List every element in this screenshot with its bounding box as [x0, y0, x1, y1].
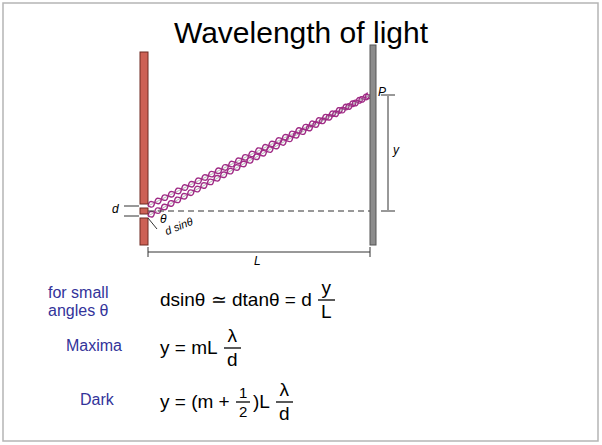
slide-frame: [3, 3, 598, 441]
fraction-denominator: L: [321, 301, 332, 323]
fraction-denominator: d: [279, 403, 290, 425]
ray-line: [148, 95, 370, 216]
note-label: Dark: [80, 391, 114, 409]
distance-label: y: [393, 144, 399, 158]
light-wave: [148, 97, 371, 216]
slide-title: Wavelength of light: [174, 16, 428, 51]
path-difference-label: d sinθ: [163, 215, 195, 238]
formula-text: y = mL: [160, 337, 218, 359]
dimension-lines: [124, 95, 395, 257]
note-label: for small angles θ: [48, 284, 140, 321]
light-waves: [148, 93, 371, 217]
distance-label: L: [254, 255, 261, 269]
fraction-bars: [224, 300, 335, 402]
slit-spacing-label: d: [112, 203, 119, 217]
fraction-denominator: d: [227, 349, 238, 371]
screen: [370, 45, 376, 245]
formula-text: )L: [253, 391, 270, 413]
slit-barrier: [140, 52, 148, 245]
fraction-numerator: y: [322, 277, 332, 299]
formula-text: dsinθ ≃ dtanθ = d: [160, 289, 312, 311]
point-label: P: [378, 86, 386, 100]
fraction-denominator: 2: [239, 403, 247, 420]
fraction-numerator: 1: [239, 384, 247, 401]
note-label: Maxima: [66, 337, 122, 355]
fraction-numerator: λ: [228, 325, 238, 347]
fraction-numerator: λ: [280, 379, 290, 401]
axis-dashed-line: [148, 211, 370, 212]
formula-text: y = (m +: [160, 391, 230, 413]
